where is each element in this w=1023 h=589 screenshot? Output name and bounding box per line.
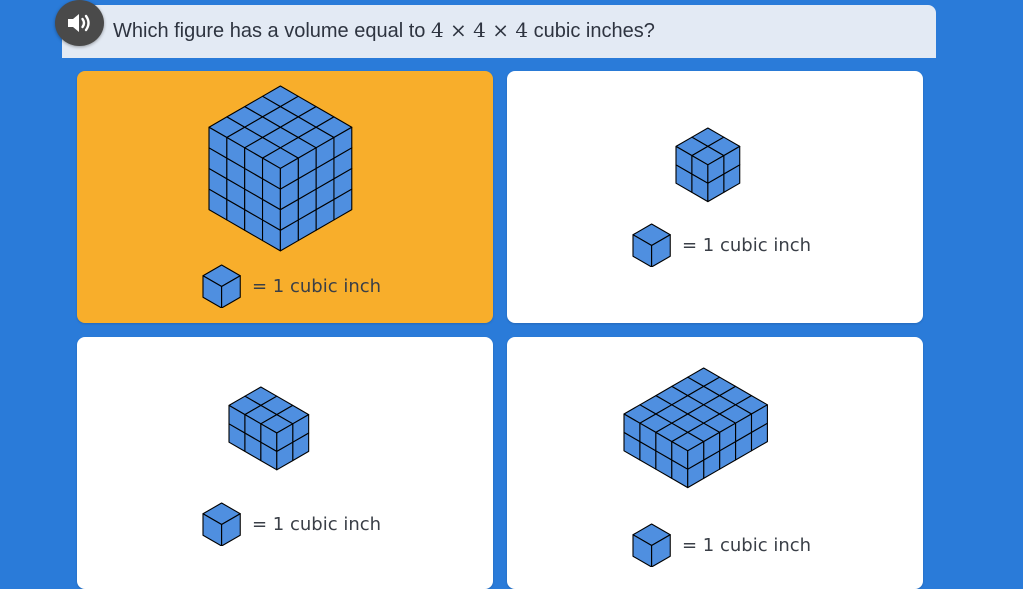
unit-cube-icon <box>632 523 671 567</box>
option-4-legend-text: = 1 cubic inch <box>682 534 812 556</box>
option-1-legend: = 1 cubic inch <box>202 264 381 308</box>
option-1-legend-text: = 1 cubic inch <box>252 275 382 297</box>
question-suffix: cubic inches? <box>533 20 655 42</box>
answer-option-4[interactable]: = 1 cubic inch <box>507 337 923 589</box>
option-3-legend-text: = 1 cubic inch <box>252 513 382 535</box>
option-3-figure <box>228 386 310 471</box>
cube-side-face <box>221 275 241 308</box>
question-bar: Which figure has a volume equal to 4 × 4… <box>62 5 936 58</box>
answer-option-3[interactable]: = 1 cubic inch <box>77 337 493 589</box>
option-2-legend: = 1 cubic inch <box>632 223 811 267</box>
cube-side-face <box>221 513 241 546</box>
answer-option-1[interactable]: = 1 cubic inch <box>77 71 493 323</box>
option-3-legend: = 1 cubic inch <box>202 502 381 546</box>
option-4-legend: = 1 cubic inch <box>632 523 811 567</box>
unit-cube-icon <box>202 264 241 308</box>
speaker-icon <box>67 14 90 32</box>
answer-option-2[interactable]: = 1 cubic inch <box>507 71 923 323</box>
cube-side-face <box>279 157 299 190</box>
question-prefix: Which figure has a volume equal to <box>113 20 426 42</box>
cube-side-face <box>276 423 294 452</box>
cube-side-face <box>651 234 671 267</box>
option-4-figure <box>623 367 768 489</box>
option-1-figure <box>208 85 353 252</box>
question-expression: 4 × 4 × 4 <box>430 18 529 42</box>
unit-cube-icon <box>632 223 671 267</box>
cube-side-face <box>651 534 671 567</box>
unit-cube-icon <box>202 502 241 546</box>
cube-side-face <box>687 441 705 470</box>
read-aloud-button[interactable] <box>55 0 104 46</box>
option-2-figure <box>675 127 741 203</box>
option-2-legend-text: = 1 cubic inch <box>682 234 812 256</box>
cube-side-face <box>707 155 725 184</box>
question-text: Which figure has a volume equal to 4 × 4… <box>113 18 655 43</box>
